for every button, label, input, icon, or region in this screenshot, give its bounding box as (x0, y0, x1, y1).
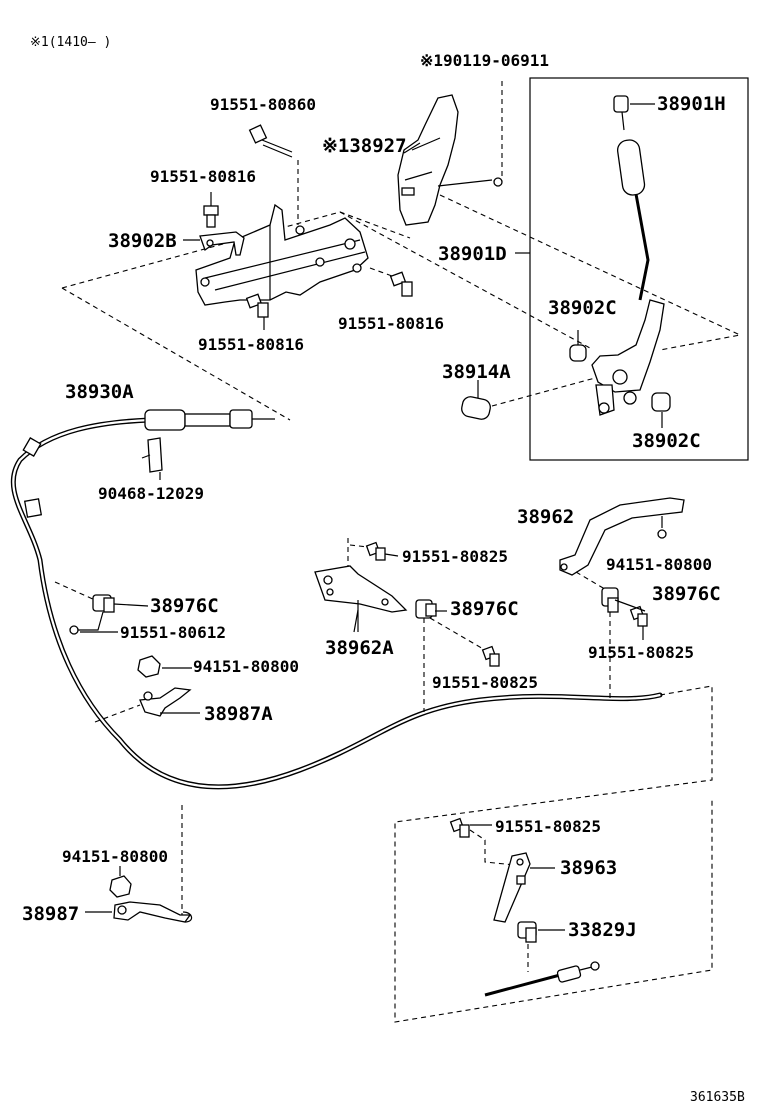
label-38987: 38987 (22, 903, 79, 925)
diagram-code: 361635B (690, 1090, 745, 1105)
cable-end-lower (484, 961, 600, 997)
bolt-center-lower (481, 645, 500, 667)
lever-cover (397, 80, 503, 226)
bracket-38962a (314, 538, 408, 632)
label-91551-80825-a: 91551-80825 (402, 547, 508, 566)
label-38963: 38963 (560, 857, 617, 879)
label-91551-80612: 91551-80612 (120, 623, 226, 642)
lever-detail-box (529, 77, 749, 461)
bolt-bottom-right (449, 817, 516, 866)
bracket-38987a (94, 687, 192, 723)
label-91551-80825-c: 91551-80825 (588, 643, 694, 662)
bracket-38962 (559, 497, 685, 596)
label-91551-80816-a: 91551-80816 (150, 167, 256, 186)
clamp-left (54, 581, 115, 635)
label-38930a: 38930A (65, 381, 134, 403)
label-38927: ※138927 (322, 135, 407, 157)
label-38962a: 38962A (325, 637, 394, 659)
label-91551-80816-c: 91551-80816 (198, 335, 304, 354)
label-190119-06911: ※190119-06911 (420, 51, 549, 70)
label-38987a: 38987A (204, 703, 273, 725)
header-note: ※1(1410‒ ) (30, 35, 111, 50)
label-94151-80800-a: 94151-80800 (606, 555, 712, 574)
label-38976c-center: 38976C (450, 598, 519, 620)
bolt-center-upper (349, 541, 386, 561)
label-91551-80860: 91551-80860 (210, 95, 316, 114)
leader-lines (80, 103, 655, 931)
label-33829j: 33829J (568, 919, 637, 941)
label-91551-80825-d: 91551-80825 (495, 817, 601, 836)
label-38901d: 38901D (438, 243, 507, 265)
label-38914a: 38914A (442, 361, 511, 383)
bushing-38914a (461, 377, 596, 420)
nut-left (137, 655, 161, 678)
label-38976c-left: 38976C (150, 595, 219, 617)
label-38902c-a: 38902C (548, 297, 617, 319)
label-38901h: 38901H (657, 93, 726, 115)
clamp-right (601, 587, 648, 700)
lever-bracket-assembly (61, 124, 413, 421)
part-labels: ※190119-06911 91551-80860 ※138927 38901H… (22, 51, 726, 941)
label-91551-80825-b: 91551-80825 (432, 673, 538, 692)
bracket-38963 (493, 852, 531, 923)
clamp-33829j (517, 921, 537, 972)
bracket-38987 (113, 901, 193, 923)
label-38902b: 38902B (108, 230, 177, 252)
label-90468-12029: 90468-12029 (98, 484, 204, 503)
label-94151-80800-b: 94151-80800 (193, 657, 299, 676)
clip-90468 (141, 437, 163, 480)
clamp-center (415, 599, 486, 712)
label-91551-80816-b: 91551-80816 (338, 314, 444, 333)
label-38962: 38962 (517, 506, 574, 528)
label-94151-80800-c: 94151-80800 (62, 847, 168, 866)
label-38976c-right: 38976C (652, 583, 721, 605)
nut-bottom-left (109, 866, 132, 898)
brake-cable-38930a (10, 409, 713, 1023)
label-38902c-b: 38902C (632, 430, 701, 452)
